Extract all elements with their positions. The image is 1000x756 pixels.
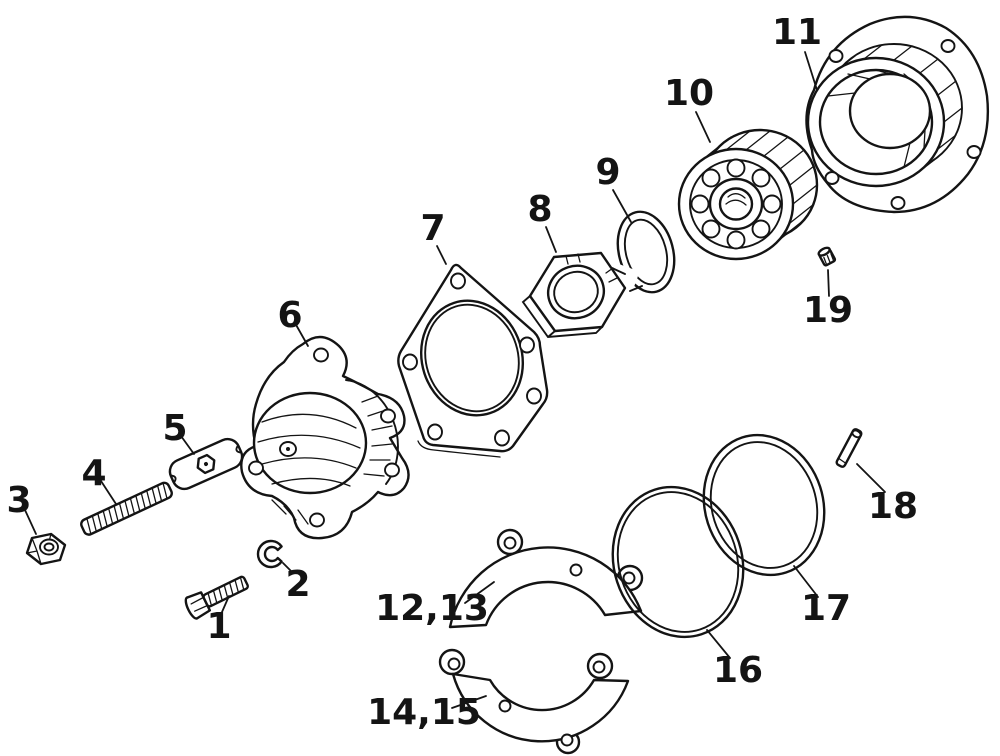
callout-label-8: 8 [527, 189, 552, 230]
callout-label-4: 4 [81, 453, 106, 494]
part-shim-plate-lower [438, 648, 630, 755]
part-dowel-pin [835, 428, 863, 468]
callout-label-1: 1 [206, 606, 231, 647]
callout-label-2: 2 [285, 564, 310, 605]
callout-leader-5 [180, 435, 195, 455]
callout-label-18: 18 [868, 486, 918, 527]
callout-leader-4 [100, 480, 117, 505]
part-seal-ring-small [611, 485, 745, 639]
callout-leader-8 [545, 226, 557, 253]
callout-leader-18 [856, 463, 886, 493]
callout-leader-6 [294, 322, 309, 347]
callout-label-3: 3 [6, 480, 31, 521]
callout-label-11: 11 [772, 12, 822, 53]
part-snap-ring-small [256, 539, 283, 569]
part-ring-nut [521, 251, 627, 338]
part-bearing-housing-cap [240, 335, 410, 540]
callout-label-10: 10 [664, 73, 714, 114]
callout-label-5: 5 [162, 408, 187, 449]
callout-label-14-15: 14,15 [367, 692, 481, 733]
callout-leader-11 [804, 51, 818, 91]
part-shim-plate-upper [448, 528, 644, 629]
part-ball-bearing [677, 128, 819, 261]
callout-label-7: 7 [420, 208, 445, 249]
part-plug-screw [817, 246, 837, 267]
callout-label-16: 16 [713, 650, 763, 691]
callout-label-19: 19 [803, 290, 853, 331]
callout-leader-3 [24, 509, 37, 535]
part-seal-ring-large [702, 433, 826, 577]
part-lock-plate [168, 437, 244, 491]
callout-leader-12-13 [464, 581, 495, 604]
callout-leader-16 [706, 629, 731, 659]
callout-leader-17 [793, 565, 819, 598]
callout-label-6: 6 [277, 295, 302, 336]
callout-label-9: 9 [595, 152, 620, 193]
part-gasket-plate [397, 263, 549, 458]
callout-leader-1 [221, 595, 230, 613]
part-threaded-stud [80, 481, 173, 536]
part-bearing-housing-flange [805, 15, 990, 214]
callout-leader-9 [612, 189, 632, 223]
callout-leader-19 [827, 269, 830, 297]
callout-leader-7 [436, 245, 447, 265]
callout-leader-10 [695, 111, 711, 143]
callout-leader-2 [282, 562, 293, 573]
part-lock-nut [25, 532, 67, 566]
callout-leader-14-15 [451, 695, 487, 709]
callout-label-17: 17 [801, 588, 851, 629]
callout-label-12-13: 12,13 [375, 588, 489, 629]
